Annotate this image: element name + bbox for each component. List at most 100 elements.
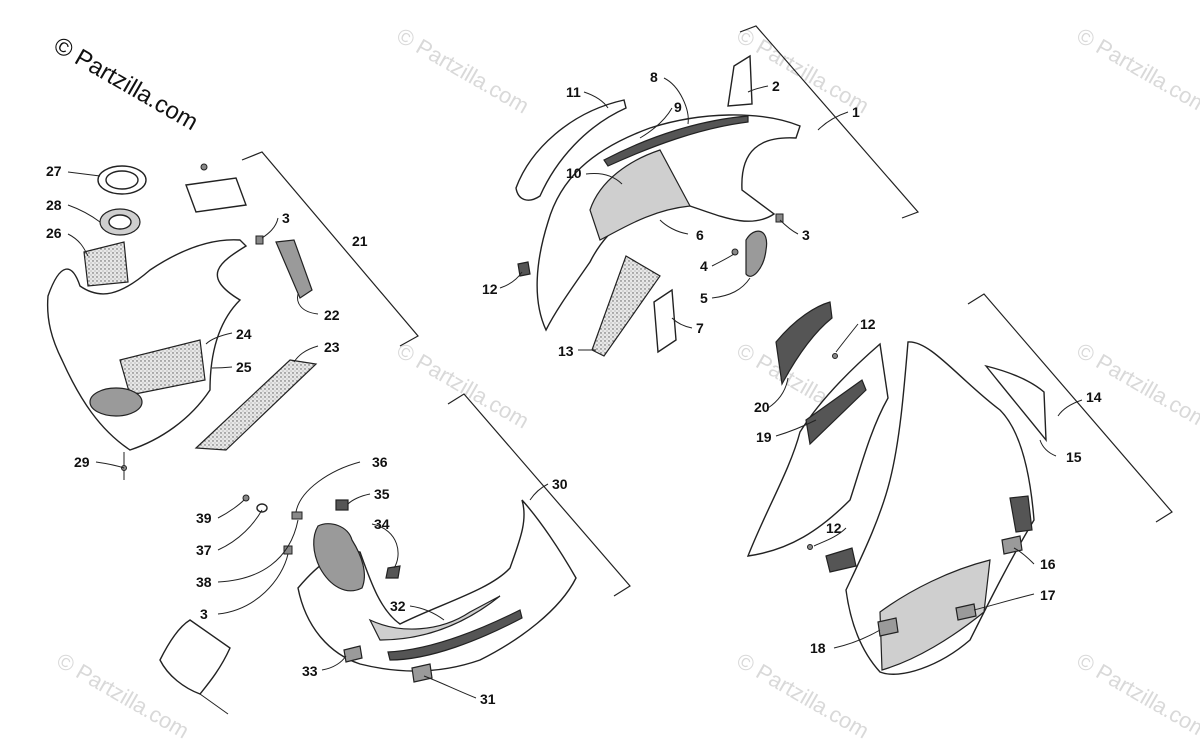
callout-35: 35	[374, 486, 390, 502]
leader-30	[529, 483, 549, 501]
leader-3a	[261, 217, 279, 239]
leader-23	[293, 345, 319, 363]
leader-19	[775, 419, 817, 437]
part-13-pad	[591, 255, 661, 357]
callout-17: 17	[1040, 587, 1056, 603]
leader-32	[409, 605, 445, 621]
callout-12b: 12	[860, 316, 876, 332]
leader-26	[67, 233, 89, 257]
callout-12a: 12	[482, 281, 498, 297]
assembly-21	[46, 151, 419, 480]
leader-7	[671, 317, 693, 329]
leader-20	[767, 377, 789, 409]
part-9-strip	[603, 115, 749, 167]
part-5-mirror	[745, 230, 768, 277]
part-bracket-top	[185, 177, 247, 213]
part-33-pad	[343, 645, 363, 663]
washer-37	[256, 503, 268, 513]
callout-28: 28	[46, 197, 62, 213]
leader-12c	[813, 527, 847, 547]
watermark: © Partzilla.com	[393, 23, 534, 119]
part-30-upper-bracket	[313, 523, 365, 592]
callout-labels: 1 2 3 3 3 4 5 6 7 8 9 10 11 12 12 12 13 …	[46, 69, 1102, 707]
leader-2	[747, 85, 769, 93]
leader-11	[583, 91, 609, 109]
watermark: © Partzilla.com	[733, 648, 874, 744]
bracket-30	[447, 393, 631, 597]
bracket-21	[241, 151, 419, 347]
part-21-panel-stipple	[119, 339, 206, 396]
part-20-grille	[775, 301, 833, 386]
callout-4: 4	[700, 258, 708, 274]
callout-7: 7	[696, 320, 704, 336]
leader-35	[347, 493, 371, 505]
spacer-36	[291, 511, 303, 520]
callout-18: 18	[810, 640, 826, 656]
leader-36	[295, 461, 361, 513]
callout-11: 11	[566, 84, 581, 100]
callout-24: 24	[236, 326, 252, 342]
part-30-rail	[387, 609, 523, 661]
leader-31	[423, 675, 477, 699]
leader-3c	[217, 553, 289, 615]
part-2-panel	[727, 54, 753, 107]
part-19-vent	[805, 379, 867, 446]
callout-23: 23	[324, 339, 340, 355]
callout-3b: 3	[802, 227, 810, 243]
nut-top	[200, 163, 208, 171]
watermark: © Partzilla.com	[393, 338, 534, 434]
part-12-clip	[517, 261, 531, 277]
callout-30: 30	[552, 476, 568, 492]
screw-12b	[832, 353, 838, 359]
callout-27: 27	[46, 163, 62, 179]
leader-18	[833, 629, 881, 649]
callout-26: 26	[46, 225, 62, 241]
callout-19: 19	[756, 429, 772, 445]
callout-22: 22	[324, 307, 340, 323]
callout-31: 31	[480, 691, 496, 707]
part-14-intake	[1009, 495, 1033, 533]
part-35-clip	[335, 499, 349, 511]
callout-9: 9	[674, 99, 682, 115]
part-lower-bracket	[159, 619, 231, 695]
part-lower-rod	[199, 693, 229, 715]
part-15-windscreen	[984, 364, 1047, 443]
assembly-14	[746, 293, 1173, 675]
part-26-pad	[83, 241, 129, 287]
part-11-trim	[515, 99, 627, 201]
callout-21: 21	[352, 233, 368, 249]
leader-29	[95, 461, 125, 469]
leader-17	[973, 593, 1035, 611]
callout-25: 25	[236, 359, 252, 375]
callout-16: 16	[1040, 556, 1056, 572]
part-10-windshield	[589, 149, 691, 241]
part-14-nose	[879, 559, 991, 671]
callout-6: 6	[696, 227, 704, 243]
leader-14	[1057, 399, 1083, 417]
leader-10	[585, 173, 623, 185]
callout-37: 37	[196, 542, 212, 558]
part-30-floor	[368, 595, 501, 641]
callout-34: 34	[374, 516, 390, 532]
leader-6	[659, 219, 689, 235]
leader-9	[639, 107, 673, 139]
watermark: © Partzilla.com	[1073, 648, 1200, 744]
leader-27	[67, 171, 101, 177]
part-18-badge	[877, 617, 899, 637]
callout-3c: 3	[200, 606, 208, 622]
part-17-badge	[955, 603, 977, 621]
callout-5: 5	[700, 290, 708, 306]
screw-4	[731, 248, 739, 256]
callout-15: 15	[1066, 449, 1082, 465]
leader-5	[711, 277, 751, 299]
callout-39: 39	[196, 510, 212, 526]
callout-8: 8	[650, 69, 658, 85]
leader-25	[211, 366, 233, 369]
leader-12a	[499, 271, 523, 289]
callout-33: 33	[302, 663, 318, 679]
assembly-1	[499, 25, 920, 357]
part-27-gasket-inner	[105, 170, 139, 190]
callout-12c: 12	[826, 520, 842, 536]
callout-3a: 3	[282, 210, 290, 226]
